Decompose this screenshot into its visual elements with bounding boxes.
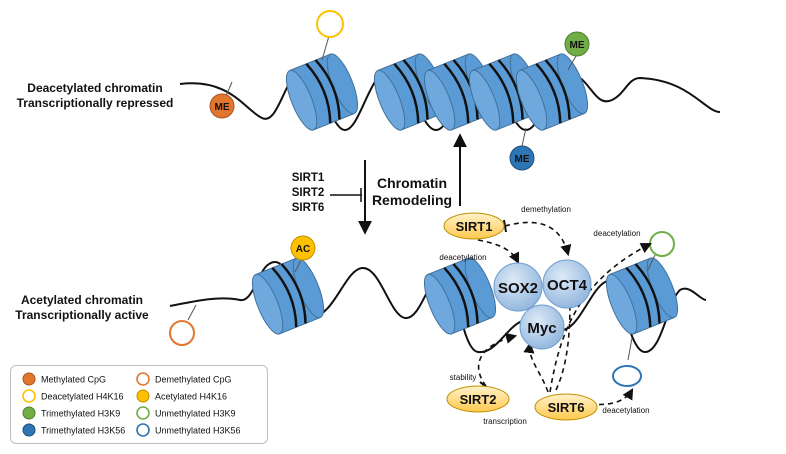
sirt6-label: SIRT6 <box>548 400 585 415</box>
sirt6-node <box>534 393 598 421</box>
sirt2-node <box>446 385 510 413</box>
deacetylated-h4k16-marker <box>316 10 344 38</box>
demethylation-label: demethylation <box>521 205 571 214</box>
legend-unmethylated-h3k56: Unmethylated H3K56 <box>155 426 241 436</box>
legend-acetylated-h4k16-swatch <box>136 389 150 403</box>
nucleosome-bottom-3 <box>599 253 685 339</box>
top-state-line1: Deacetylated chromatin <box>27 81 162 95</box>
sirt2-myc-edge <box>477 332 518 387</box>
cpg-me-label: ME <box>215 102 230 113</box>
sox2-label: SOX2 <box>498 280 538 297</box>
oct4-node <box>542 259 592 309</box>
remodel-sirt1: SIRT1 <box>292 172 325 184</box>
unmethylated-h3k9-marker <box>649 231 675 257</box>
legend-methylated-cpg-swatch <box>22 372 36 386</box>
legend-methylated-cpg: Methylated CpG <box>41 375 106 385</box>
nucleosome-top-1 <box>279 49 365 135</box>
myc-node <box>519 304 565 350</box>
deacetylation-top-label: deacetylation <box>593 229 640 238</box>
sirt1-demethylation-edge <box>504 221 572 257</box>
sirt6-deacetylation-bottom-edge <box>589 388 634 406</box>
ac-label: AC <box>296 244 310 255</box>
deacetylation-sox2-label: deacetylation <box>439 253 486 262</box>
legend-trimethylated-h3k9: Trimethylated H3K9 <box>41 409 120 419</box>
bottom-state-line2: Transcriptionally active <box>15 308 149 322</box>
sirt6-deacetylation-top-edge <box>549 242 652 393</box>
remodel-sirt6: SIRT6 <box>292 202 325 214</box>
acetylated-h4k16-marker <box>290 235 316 261</box>
transcription-label: transcription <box>483 417 527 426</box>
sox2-node <box>493 262 543 312</box>
sirt1-sox2-edge <box>477 239 520 265</box>
myc-label: Myc <box>527 320 556 337</box>
oct4-label: OCT4 <box>547 277 588 294</box>
bottom-state-line1: Acetylated chromatin <box>21 293 143 307</box>
sirt2-label: SIRT2 <box>460 392 497 407</box>
legend: Methylated CpG Demethylated CpG Deacetyl… <box>10 365 268 444</box>
trimethylated-h3k9-marker <box>564 31 590 57</box>
legend-deacetylated-h4k16-swatch <box>22 389 36 403</box>
legend-demethylated-cpg: Demethylated CpG <box>155 375 232 385</box>
sirt1-label: SIRT1 <box>456 219 493 234</box>
stability-label: stability <box>450 373 477 382</box>
legend-unmethylated-h3k56-swatch <box>136 423 150 437</box>
methylated-cpg-marker <box>209 93 235 119</box>
remodeling-line1: Chromatin <box>377 175 447 191</box>
legend-deacetylated-h4k16: Deacetylated H4K16 <box>41 392 124 402</box>
remodeling-line2: Remodeling <box>372 192 452 208</box>
sirt1-node <box>443 212 505 240</box>
h3k56-me-label: ME <box>515 154 530 165</box>
h3k9-me-label: ME <box>570 40 585 51</box>
unmethylated-h3k56-marker <box>612 365 642 387</box>
legend-demethylated-cpg-swatch <box>136 372 150 386</box>
legend-acetylated-h4k16: Acetylated H4K16 <box>155 392 227 402</box>
trimethylated-h3k56-marker <box>509 145 535 171</box>
nucleosome-bottom-2 <box>417 253 503 339</box>
deacetylation-bottom-label: deacetylation <box>602 406 649 415</box>
legend-unmethylated-h3k9: Unmethylated H3K9 <box>155 409 236 419</box>
legend-unmethylated-h3k9-swatch <box>136 406 150 420</box>
nucleosome-bottom-1 <box>245 253 331 339</box>
legend-content: Methylated CpG Demethylated CpG Deacetyl… <box>22 372 241 437</box>
legend-trimethylated-h3k56-swatch <box>22 423 36 437</box>
sirt6-myc-edge <box>523 341 549 393</box>
top-state-line2: Transcriptionally repressed <box>17 96 174 110</box>
legend-trimethylated-h3k9-swatch <box>22 406 36 420</box>
remodel-sirt2: SIRT2 <box>292 187 325 199</box>
demethylated-cpg-marker <box>169 320 195 346</box>
legend-trimethylated-h3k56: Trimethylated H3K56 <box>41 426 125 436</box>
